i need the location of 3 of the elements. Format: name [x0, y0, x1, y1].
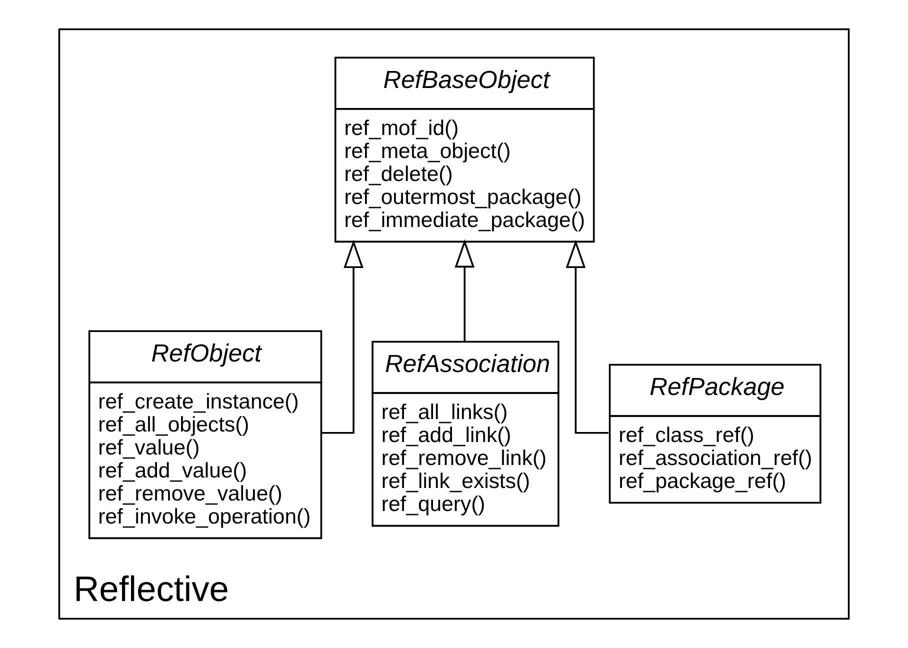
- arrow: [454, 239, 475, 342]
- arrow: [566, 240, 609, 434]
- arrow: [320, 240, 364, 434]
